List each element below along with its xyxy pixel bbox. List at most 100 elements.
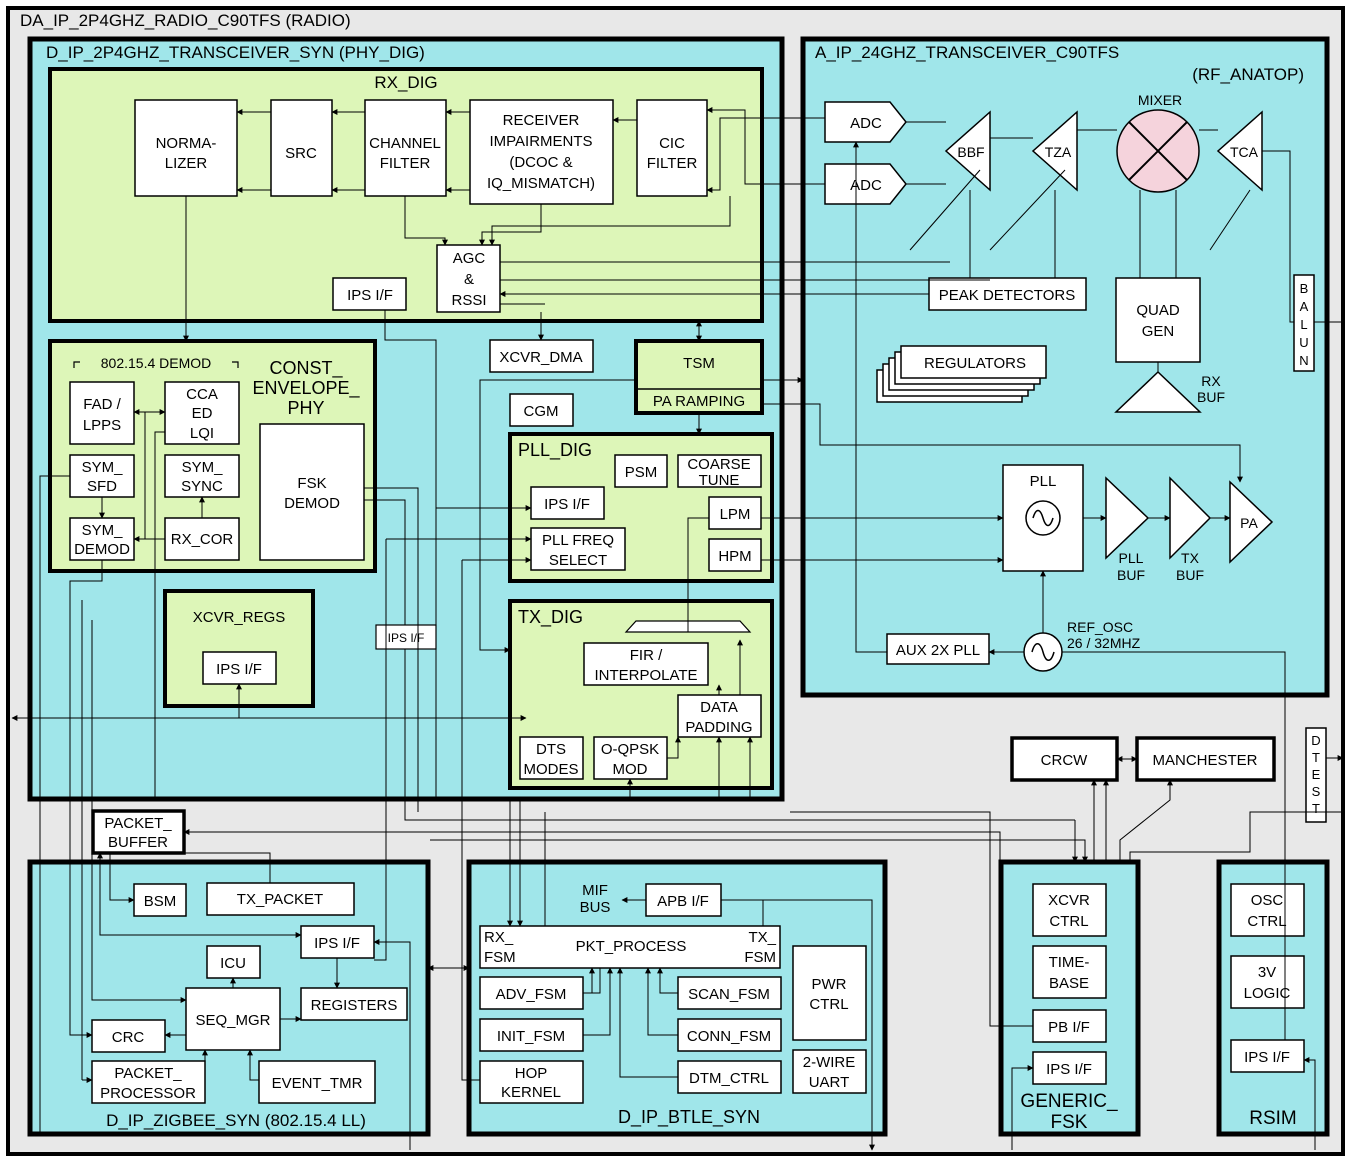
src-box [270,99,333,197]
oqpsk-mod-box [593,736,668,780]
crc-label: CRC [112,1029,145,1046]
xcvr-ctrl-box [1032,883,1107,937]
phy-dig-title: D_IP_2P4GHZ_TRANSCEIVER_SYN (PHY_DIG) [46,43,425,62]
dtm-ctrl-box [677,1060,782,1094]
tx-packet-label: TX_PACKET [237,891,323,908]
pll-freq-select-box [530,527,626,571]
seq-mgr-label: SEQ_MGR [195,1012,270,1029]
packet-processor-box [91,1060,206,1104]
two-wire-uart-box [792,1049,867,1094]
event-tmr-box [258,1060,376,1104]
regulators-box [900,345,1047,379]
peak-detectors-label: PEAK DETECTORS [939,287,1075,304]
anatop-subtitle: (RF_ANATOP) [1192,65,1304,84]
dtest-box [1305,727,1327,823]
crcw-box [1010,736,1119,782]
agc-rssi-box [436,244,501,313]
quad-gen-box [1115,277,1201,363]
demod-bracket [73,361,239,368]
apb-if-label: APB I/F [657,893,709,910]
regulators-label: REGULATORS [924,355,1026,372]
adv-fsm-label: ADV_FSM [496,986,567,1003]
fad-lpps-box [69,381,135,445]
xcvr-dma-label: XCVR_DMA [499,349,582,366]
tx-fsm-label: TX_FSM [744,929,776,966]
fir-interpolate-label: FIR /INTERPOLATE [594,647,697,684]
fsk-demod-box [259,423,365,561]
xcvr-regs-title: XCVR_REGS [193,609,286,626]
registers-box [300,987,408,1021]
generic-fsk-title: GENERIC_FSK [1020,1091,1118,1133]
packet-buffer-label: PACKET_BUFFER [104,815,172,851]
psm-box [614,454,668,488]
packet-processor-label: PACKET_PROCESSOR [100,1065,196,1102]
zigbee-ips-if-label: IPS I/F [314,935,360,952]
rsim-ips-if-box [1230,1039,1305,1073]
radio-title: DA_IP_2P4GHZ_RADIO_C90TFS (RADIO) [20,11,351,30]
rx-ips-if-box [332,277,407,311]
sym-sfd-label: SYM_SFD [82,459,124,495]
pll-sine-icon [1032,509,1054,527]
manchester-box [1135,736,1276,782]
rsim-title: RSIM [1249,1108,1297,1129]
hop-kernel-box [479,1060,584,1104]
lpm-box [708,496,762,530]
cgm-box [509,393,574,427]
hpm-label: HPM [718,548,751,565]
zigbee-ips-if-box [300,925,375,959]
adc2-shape [824,163,907,205]
init-fsm-box [479,1018,584,1052]
rsim-ips-if-label: IPS I/F [1244,1049,1290,1066]
pa-triangle [1229,480,1274,564]
cic-filter-box [636,99,708,197]
conn-fsm-box [677,1018,782,1052]
xcvr-regs-ips-if-label: IPS I/F [216,661,262,678]
osc-ctrl-box [1230,883,1305,937]
logic-3v-box [1230,955,1305,1009]
demod-label: 802.15.4 DEMOD [101,355,212,371]
pkt-process-box [479,925,781,969]
pll-dig-title: PLL_DIG [518,440,592,461]
xcvr-regs-ips-if-box [202,651,277,685]
seq-mgr-box [185,987,281,1051]
sym-sync-box [164,454,240,498]
tx-dig-title: TX_DIG [518,607,583,628]
mixer-cross-icon [1128,121,1188,181]
icu-label: ICU [220,955,246,972]
coarse-tune-box [677,454,762,488]
pb-if-label: PB I/F [1048,1019,1090,1036]
crcw-label: CRCW [1041,752,1088,769]
zigbee-title: D_IP_ZIGBEE_SYN (802.15.4 LL) [106,1111,366,1130]
phy-ips-if-small-label: IPS I/F [388,631,425,645]
rx-ips-if-label: IPS I/F [347,287,393,304]
lpm-label: LPM [720,506,751,523]
aux-pll-label: AUX 2X PLL [896,642,980,659]
pll-label: PLL [1030,473,1057,490]
bsm-label: BSM [144,893,177,910]
peak-detectors-box [928,277,1087,311]
xcvr-dma-box [489,339,594,373]
ref-osc-sine-icon [1031,643,1055,661]
rx-buf-triangle [1114,370,1202,413]
normalizer-label: NORMA-LIZER [156,135,217,172]
tsm-title: TSM [683,355,715,372]
const-env-title: CONST_ENVELOPE_PHY [252,358,360,418]
adv-fsm-box [479,976,584,1010]
fsk-ips-if-label: IPS I/F [1046,1061,1092,1078]
rx-cor-label: RX_COR [171,531,234,548]
pll-ips-if-label: IPS I/F [544,496,590,513]
